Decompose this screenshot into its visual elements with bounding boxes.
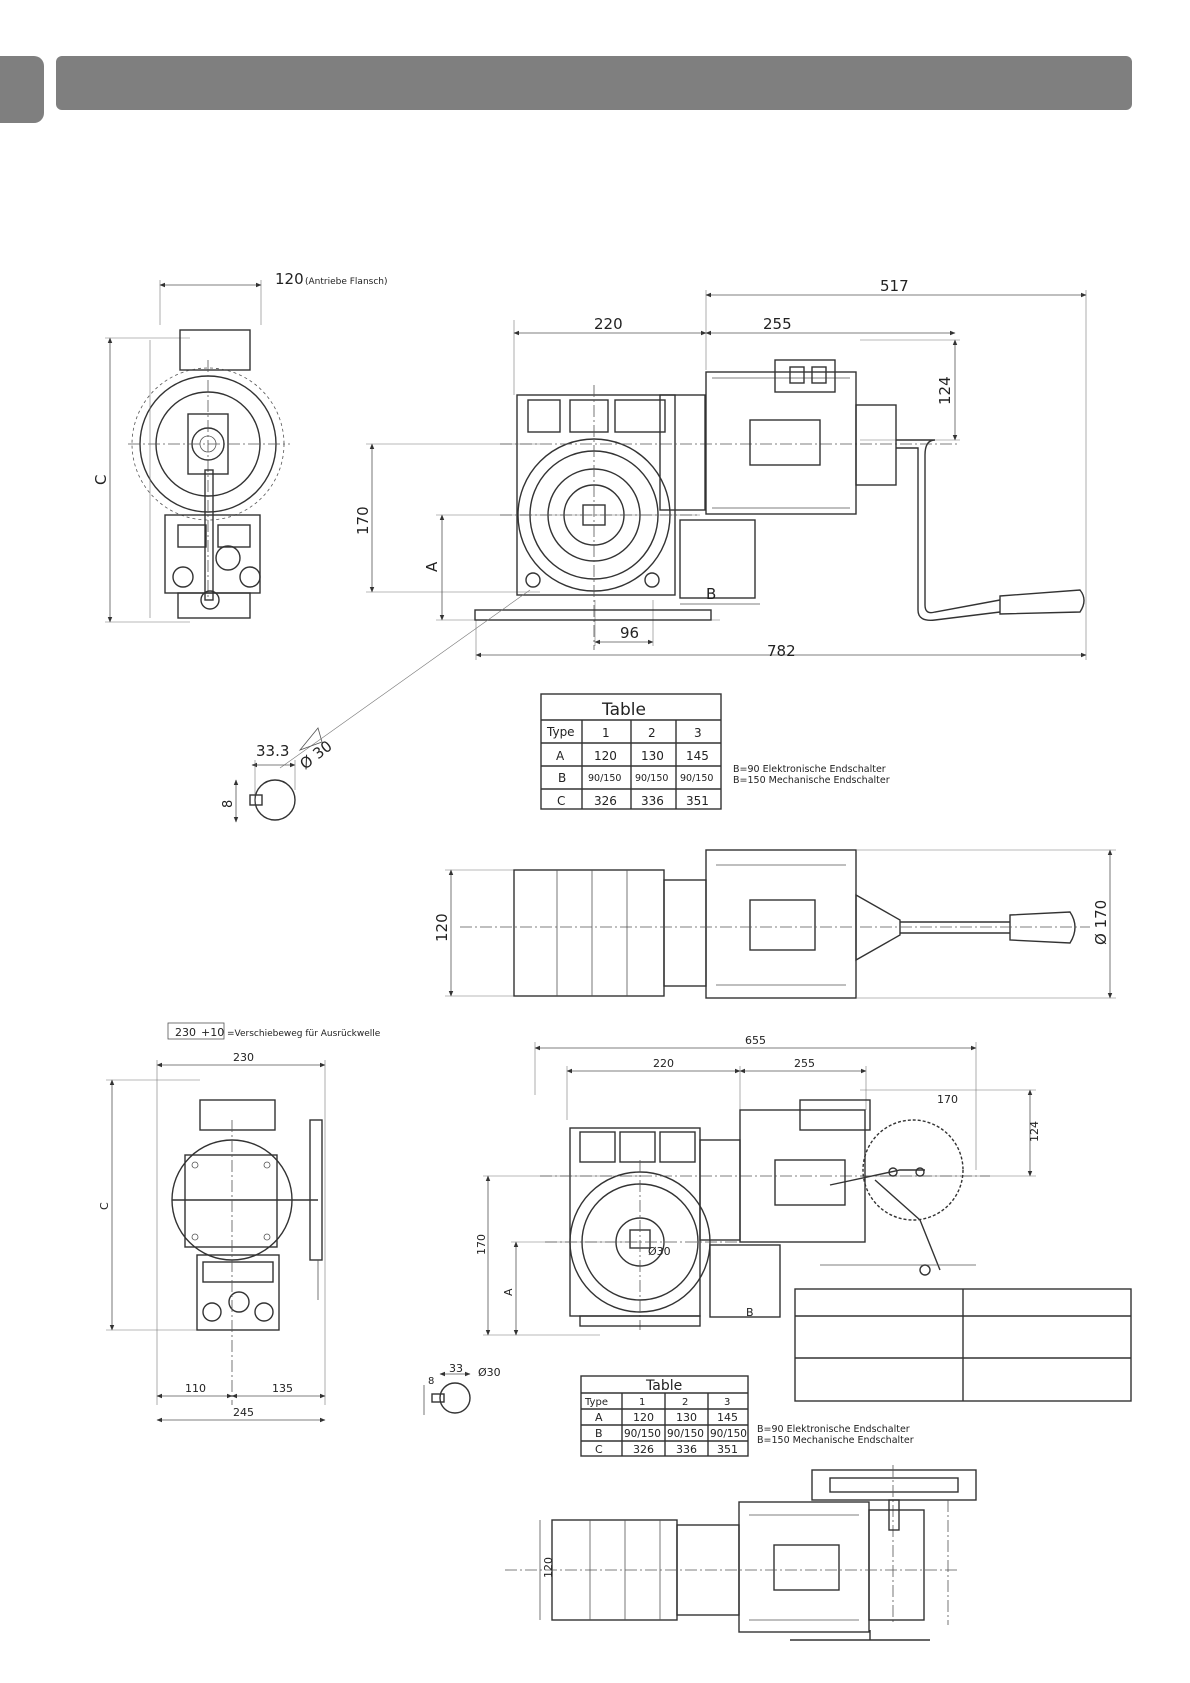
dim-782: 782: [767, 642, 796, 660]
table-2-h-3: 3: [724, 1397, 730, 1408]
dim-517: 517: [880, 277, 909, 295]
box-text: =Verschiebeweg für Ausrückwelle: [227, 1029, 381, 1039]
box-plus10: +10: [201, 1026, 224, 1039]
box-230: 230: [175, 1026, 196, 1039]
detail-33-3: 33.3: [256, 742, 289, 760]
table-1-note-1: B=90 Elektronische Endschalter: [733, 764, 886, 775]
bottom-front-view: [106, 1022, 326, 1423]
table-1-r3-c2: 336: [641, 794, 664, 808]
table-2-r1-c3: 145: [717, 1411, 738, 1424]
antriebe-flansch-label: (Antriebe Flansch): [305, 277, 388, 287]
table-2-note-2: B=150 Mechanische Endschalter: [757, 1435, 914, 1446]
table-2-r3-c3: 351: [717, 1443, 738, 1456]
dim-255: 255: [763, 315, 792, 333]
dim-b: B: [706, 585, 716, 603]
bottom-dim-a: A: [502, 1288, 515, 1296]
table-1-h-2: 2: [648, 726, 656, 740]
table-1-r3-c1: 326: [594, 794, 617, 808]
table-2-r1-c0: A: [595, 1411, 603, 1424]
bottom-dim-c: C: [98, 1202, 111, 1210]
bottom-plan-view: [505, 1465, 977, 1641]
table-2-h-type: Type: [584, 1397, 608, 1408]
detail-8: 8: [221, 800, 236, 808]
table-2-note-1: B=90 Elektronische Endschalter: [757, 1424, 910, 1435]
table-2-title: Table: [645, 1378, 682, 1394]
detail-d30: Ø 30: [296, 737, 335, 773]
bottom-dim-170: 170: [475, 1234, 488, 1255]
table-2-r1-c1: 120: [633, 1411, 654, 1424]
bottom-dim-655: 655: [745, 1034, 766, 1047]
table-1-note-2: B=150 Mechanische Endschalter: [733, 775, 890, 786]
dim-96: 96: [620, 624, 639, 642]
table-2-r2-c1: 90/150: [624, 1428, 661, 1440]
table-1-r1-c3: 145: [686, 749, 709, 763]
dim-124: 124: [936, 376, 954, 405]
table-1-r2-c3: 90/150: [680, 773, 713, 784]
dim-a: A: [423, 561, 441, 572]
table-2-h-2: 2: [682, 1397, 688, 1408]
bottom-dim-124: 124: [1028, 1121, 1041, 1142]
table-1-r2-c2: 90/150: [635, 773, 668, 784]
table-2: [580, 1375, 749, 1457]
table-1-r2-c0: B: [558, 771, 566, 785]
bottom-detail-d30: Ø30: [478, 1366, 501, 1379]
table-1-r3-c0: C: [557, 794, 565, 808]
bottom-dim-b: B: [746, 1306, 754, 1319]
bottom-dim-110: 110: [185, 1382, 206, 1395]
table-1-r1-c2: 130: [641, 749, 664, 763]
top-front-view: [105, 280, 290, 623]
bottom-dim-255: 255: [794, 1057, 815, 1070]
header-bar: [56, 56, 1132, 110]
plan-dim-120: 120: [433, 913, 451, 942]
table-2-r2-c0: B: [595, 1427, 603, 1440]
table-2-r2-c3: 90/150: [710, 1428, 747, 1440]
empty-grid-box: [794, 1288, 1132, 1402]
bottom-dim-170-r: 170: [937, 1093, 958, 1106]
shaft-key-detail: [233, 760, 296, 823]
table-1: [540, 693, 722, 810]
chapter-tab: [0, 56, 44, 123]
table-2-r3-c2: 336: [676, 1443, 697, 1456]
plan-view: [445, 849, 1116, 999]
table-2-h-1: 1: [639, 1397, 645, 1408]
table-1-r1-c0: A: [556, 749, 565, 763]
table-1-h-type: Type: [546, 725, 575, 739]
table-2-r3-c0: C: [595, 1443, 603, 1456]
table-1-h-1: 1: [602, 726, 610, 740]
table-2-r2-c2: 90/150: [667, 1428, 704, 1440]
table-2-r3-c1: 326: [633, 1443, 654, 1456]
dim-170: 170: [354, 506, 372, 535]
dim-220: 220: [594, 315, 623, 333]
bottom-dim-230: 230: [233, 1051, 254, 1064]
bottom-d30: Ø30: [648, 1245, 671, 1258]
dim-c: C: [92, 475, 110, 485]
table-2-r1-c2: 130: [676, 1411, 697, 1424]
bottom-detail-8: 8: [428, 1376, 434, 1387]
table-1-r1-c1: 120: [594, 749, 617, 763]
top-main-view: [279, 290, 1087, 769]
table-1-r3-c3: 351: [686, 794, 709, 808]
bottom-dim-135: 135: [272, 1382, 293, 1395]
table-1-r2-c1: 90/150: [588, 773, 621, 784]
table-1-title: Table: [601, 700, 646, 720]
plan-dim-d170: Ø 170: [1092, 900, 1110, 945]
bottom-main-view: [483, 1042, 1036, 1336]
bottom-key-detail: [423, 1371, 471, 1415]
bottom-detail-33: 33: [449, 1362, 463, 1375]
dim-120: 120: [275, 270, 304, 288]
bottom-dim-220: 220: [653, 1057, 674, 1070]
table-1-h-3: 3: [694, 726, 702, 740]
bottom-dim-245: 245: [233, 1406, 254, 1419]
bottom-plan-dim-120: 120: [542, 1557, 555, 1578]
